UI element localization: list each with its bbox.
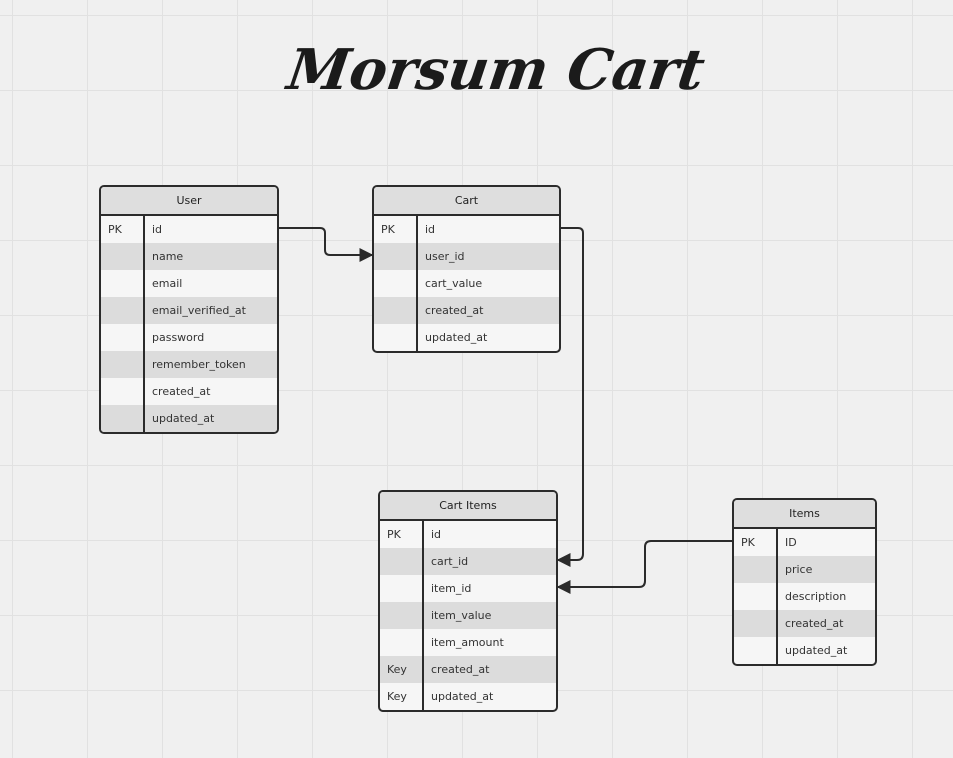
key-label (101, 378, 145, 405)
entity-items-header: Items (734, 500, 875, 529)
field-label: updated_at (425, 331, 488, 344)
key-label (734, 556, 778, 583)
entity-cart-items-row[interactable]: item_amount (380, 629, 556, 656)
entity-user-row[interactable]: email_verified_at (101, 297, 277, 324)
key-label: Key (380, 656, 424, 683)
field-label: cart_id (431, 555, 469, 568)
key-label (380, 575, 424, 602)
entity-items-row[interactable]: created_at (734, 610, 875, 637)
key-label (101, 243, 145, 270)
field-label: cart_value (425, 277, 483, 290)
field-label: item_id (431, 582, 472, 595)
key-label: PK (374, 216, 418, 243)
entity-cart-row[interactable]: created_at (374, 297, 559, 324)
key-label (734, 637, 778, 664)
field-label: created_at (431, 663, 490, 676)
key-label: PK (380, 521, 424, 548)
entity-cart-row[interactable]: PK id (374, 216, 559, 243)
field-label: ID (785, 536, 797, 549)
key-label (101, 405, 145, 432)
key-label (101, 324, 145, 351)
entity-user[interactable]: User PK id name email email_verified_at p… (99, 185, 279, 434)
key-label (734, 610, 778, 637)
key-label (101, 270, 145, 297)
entity-cart-items-row[interactable]: Key created_at (380, 656, 556, 683)
entity-cart-items-row[interactable]: PK id (380, 521, 556, 548)
entity-cart-items[interactable]: Cart Items PK id cart_id item_id item_val… (378, 490, 558, 712)
connector-items-cartitems[interactable] (556, 540, 733, 594)
field-label: email (152, 277, 183, 290)
field-label: remember_token (152, 358, 246, 371)
connector-user-cart[interactable] (279, 227, 374, 262)
entity-user-header: User (101, 187, 277, 216)
entity-user-row[interactable]: email (101, 270, 277, 297)
key-label (380, 629, 424, 656)
entity-items-row[interactable]: updated_at (734, 637, 875, 664)
entity-cart-row[interactable]: user_id (374, 243, 559, 270)
key-label (374, 270, 418, 297)
entity-items-row[interactable]: description (734, 583, 875, 610)
entity-items-row[interactable]: price (734, 556, 875, 583)
field-label: item_amount (431, 636, 504, 649)
entity-user-row[interactable]: password (101, 324, 277, 351)
key-label: PK (101, 216, 145, 243)
diagram-title: Morsum Cart (283, 37, 709, 103)
entity-user-row[interactable]: PK id (101, 216, 277, 243)
field-label: created_at (785, 617, 844, 630)
connector-cart-cartitems[interactable] (556, 227, 584, 567)
key-label (374, 324, 418, 351)
field-label: user_id (425, 250, 465, 263)
entity-cart-items-row[interactable]: item_value (380, 602, 556, 629)
entity-cart-items-row[interactable]: item_id (380, 575, 556, 602)
key-label: PK (734, 529, 778, 556)
entity-cart-header: Cart (374, 187, 559, 216)
key-label: Key (380, 683, 424, 710)
field-label: id (425, 223, 436, 236)
entity-cart-items-row[interactable]: cart_id (380, 548, 556, 575)
field-label: updated_at (785, 644, 848, 657)
field-label: name (152, 250, 184, 263)
field-label: id (152, 223, 163, 236)
entity-cart-items-header: Cart Items (380, 492, 556, 521)
field-label: updated_at (431, 690, 494, 703)
field-label: created_at (152, 385, 211, 398)
entity-user-row[interactable]: remember_token (101, 351, 277, 378)
field-label: id (431, 528, 442, 541)
entity-user-row[interactable]: updated_at (101, 405, 277, 432)
field-label: price (785, 563, 813, 576)
field-label: item_value (431, 609, 492, 622)
entity-user-row[interactable]: name (101, 243, 277, 270)
entity-cart-row[interactable]: cart_value (374, 270, 559, 297)
field-label: password (152, 331, 205, 344)
key-label (374, 243, 418, 270)
field-label: created_at (425, 304, 484, 317)
field-label: updated_at (152, 412, 215, 425)
entity-cart-items-row[interactable]: Key updated_at (380, 683, 556, 710)
entity-items-row[interactable]: PK ID (734, 529, 875, 556)
field-label: description (785, 590, 847, 603)
entity-cart-row[interactable]: updated_at (374, 324, 559, 351)
key-label (380, 602, 424, 629)
entity-user-row[interactable]: created_at (101, 378, 277, 405)
key-label (101, 351, 145, 378)
field-label: email_verified_at (152, 304, 246, 317)
key-label (101, 297, 145, 324)
key-label (734, 583, 778, 610)
key-label (380, 548, 424, 575)
key-label (374, 297, 418, 324)
